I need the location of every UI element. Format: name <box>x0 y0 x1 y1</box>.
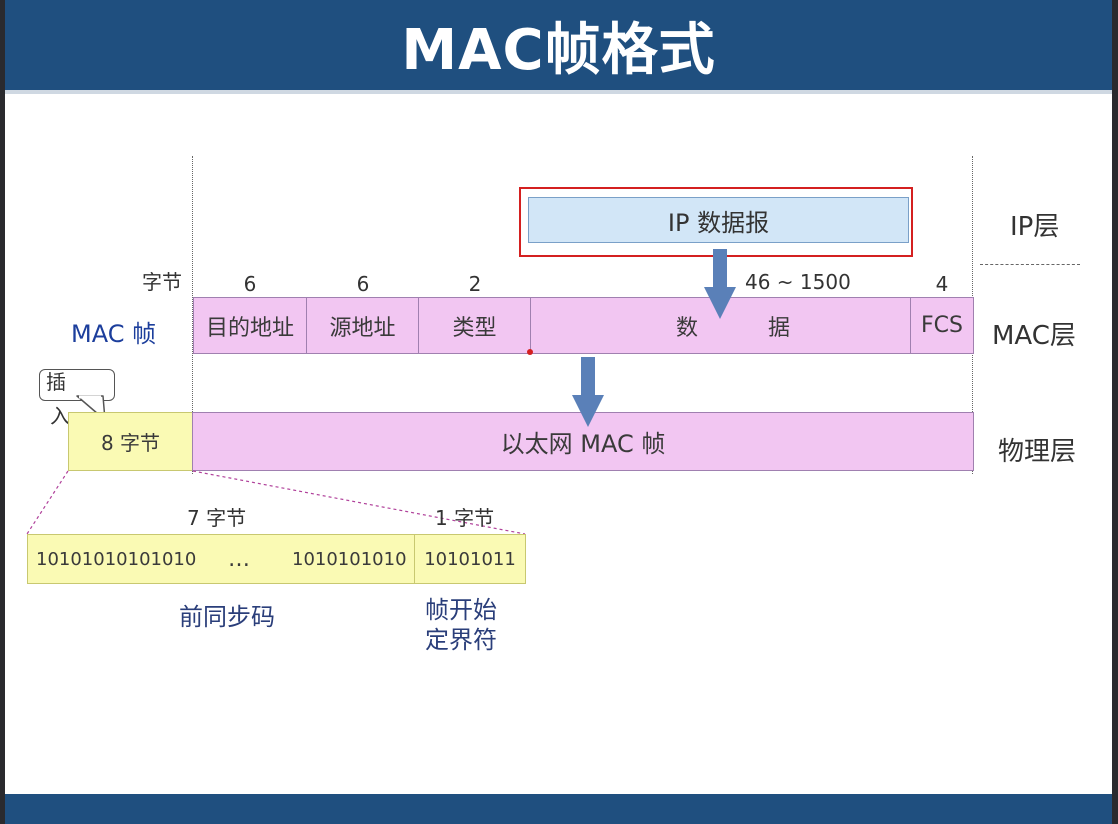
sfd-bits: 10101011 <box>424 548 516 570</box>
down-arrow-ip-to-mac <box>704 249 736 319</box>
ip-datagram-box: IP 数据报 <box>528 197 909 243</box>
fcs-label: FCS <box>921 313 963 338</box>
mac-layer-label: MAC层 <box>992 321 1076 351</box>
sfd-bits-box: 10101011 <box>414 534 526 584</box>
dst-address-field: 目的地址 <box>193 297 307 354</box>
dst-size: 6 <box>243 272 257 296</box>
phy-layer-label: 物理层 <box>998 437 1077 467</box>
src-size: 6 <box>356 272 370 296</box>
right-frame-border <box>1112 0 1118 824</box>
slide-body: IP 数据报 IP层 MAC层 物理层 字节 6 6 2 46 ~ 1500 4… <box>5 94 1112 794</box>
insert-callout-text-2: 入 <box>50 404 70 428</box>
ethernet-mac-frame-box: 以太网 MAC 帧 <box>192 412 974 471</box>
left-guide-line <box>192 156 193 474</box>
type-label: 类型 <box>452 315 497 341</box>
insert-callout-text: 插 <box>46 370 66 394</box>
footer-bar <box>5 794 1112 824</box>
byte-unit-label: 字节 <box>142 270 182 294</box>
sfd-1-byte-size: 1 字节 <box>435 506 495 530</box>
fcs-size: 4 <box>935 272 949 296</box>
preamble-label: 前同步码 <box>179 603 275 631</box>
data-label-1: 数 <box>676 315 699 341</box>
data-label-2: 据 <box>768 315 791 341</box>
preamble-bits-end: 1010101010 <box>292 548 407 570</box>
slide-title: MAC帧格式 <box>401 17 716 83</box>
preamble-8-bytes-box: 8 字节 <box>68 412 193 471</box>
src-address-label: 源地址 <box>329 315 396 341</box>
fcs-field: FCS <box>910 297 974 354</box>
src-address-field: 源地址 <box>306 297 419 354</box>
title-bar: MAC帧格式 <box>5 0 1112 94</box>
mac-frame-label: MAC 帧 <box>71 320 157 348</box>
down-arrow-mac-to-phy <box>572 357 604 427</box>
expansion-lines <box>26 470 526 535</box>
preamble-bits-box: 10101010101010 … 1010101010 <box>27 534 415 584</box>
preamble-8-bytes-label: 8 字节 <box>100 431 161 455</box>
ip-layer-label: IP层 <box>1010 212 1060 242</box>
ip-datagram-label: IP 数据报 <box>667 208 770 237</box>
preamble-ellipsis: … <box>228 546 250 572</box>
type-field: 类型 <box>418 297 531 354</box>
layer-separator <box>980 264 1080 265</box>
sfd-label-line-2: 定界符 <box>425 626 497 654</box>
ethernet-mac-frame-label: 以太网 MAC 帧 <box>500 430 666 458</box>
data-size: 46 ~ 1500 <box>745 270 851 294</box>
sfd-label-line-1: 帧开始 <box>425 596 497 624</box>
preamble-bits-start: 10101010101010 <box>36 548 197 570</box>
left-frame-border <box>0 0 5 824</box>
dst-address-label: 目的地址 <box>205 315 294 341</box>
preamble-7-bytes-size: 7 字节 <box>187 506 247 530</box>
type-size: 2 <box>468 272 482 296</box>
marker-dot <box>527 349 533 355</box>
